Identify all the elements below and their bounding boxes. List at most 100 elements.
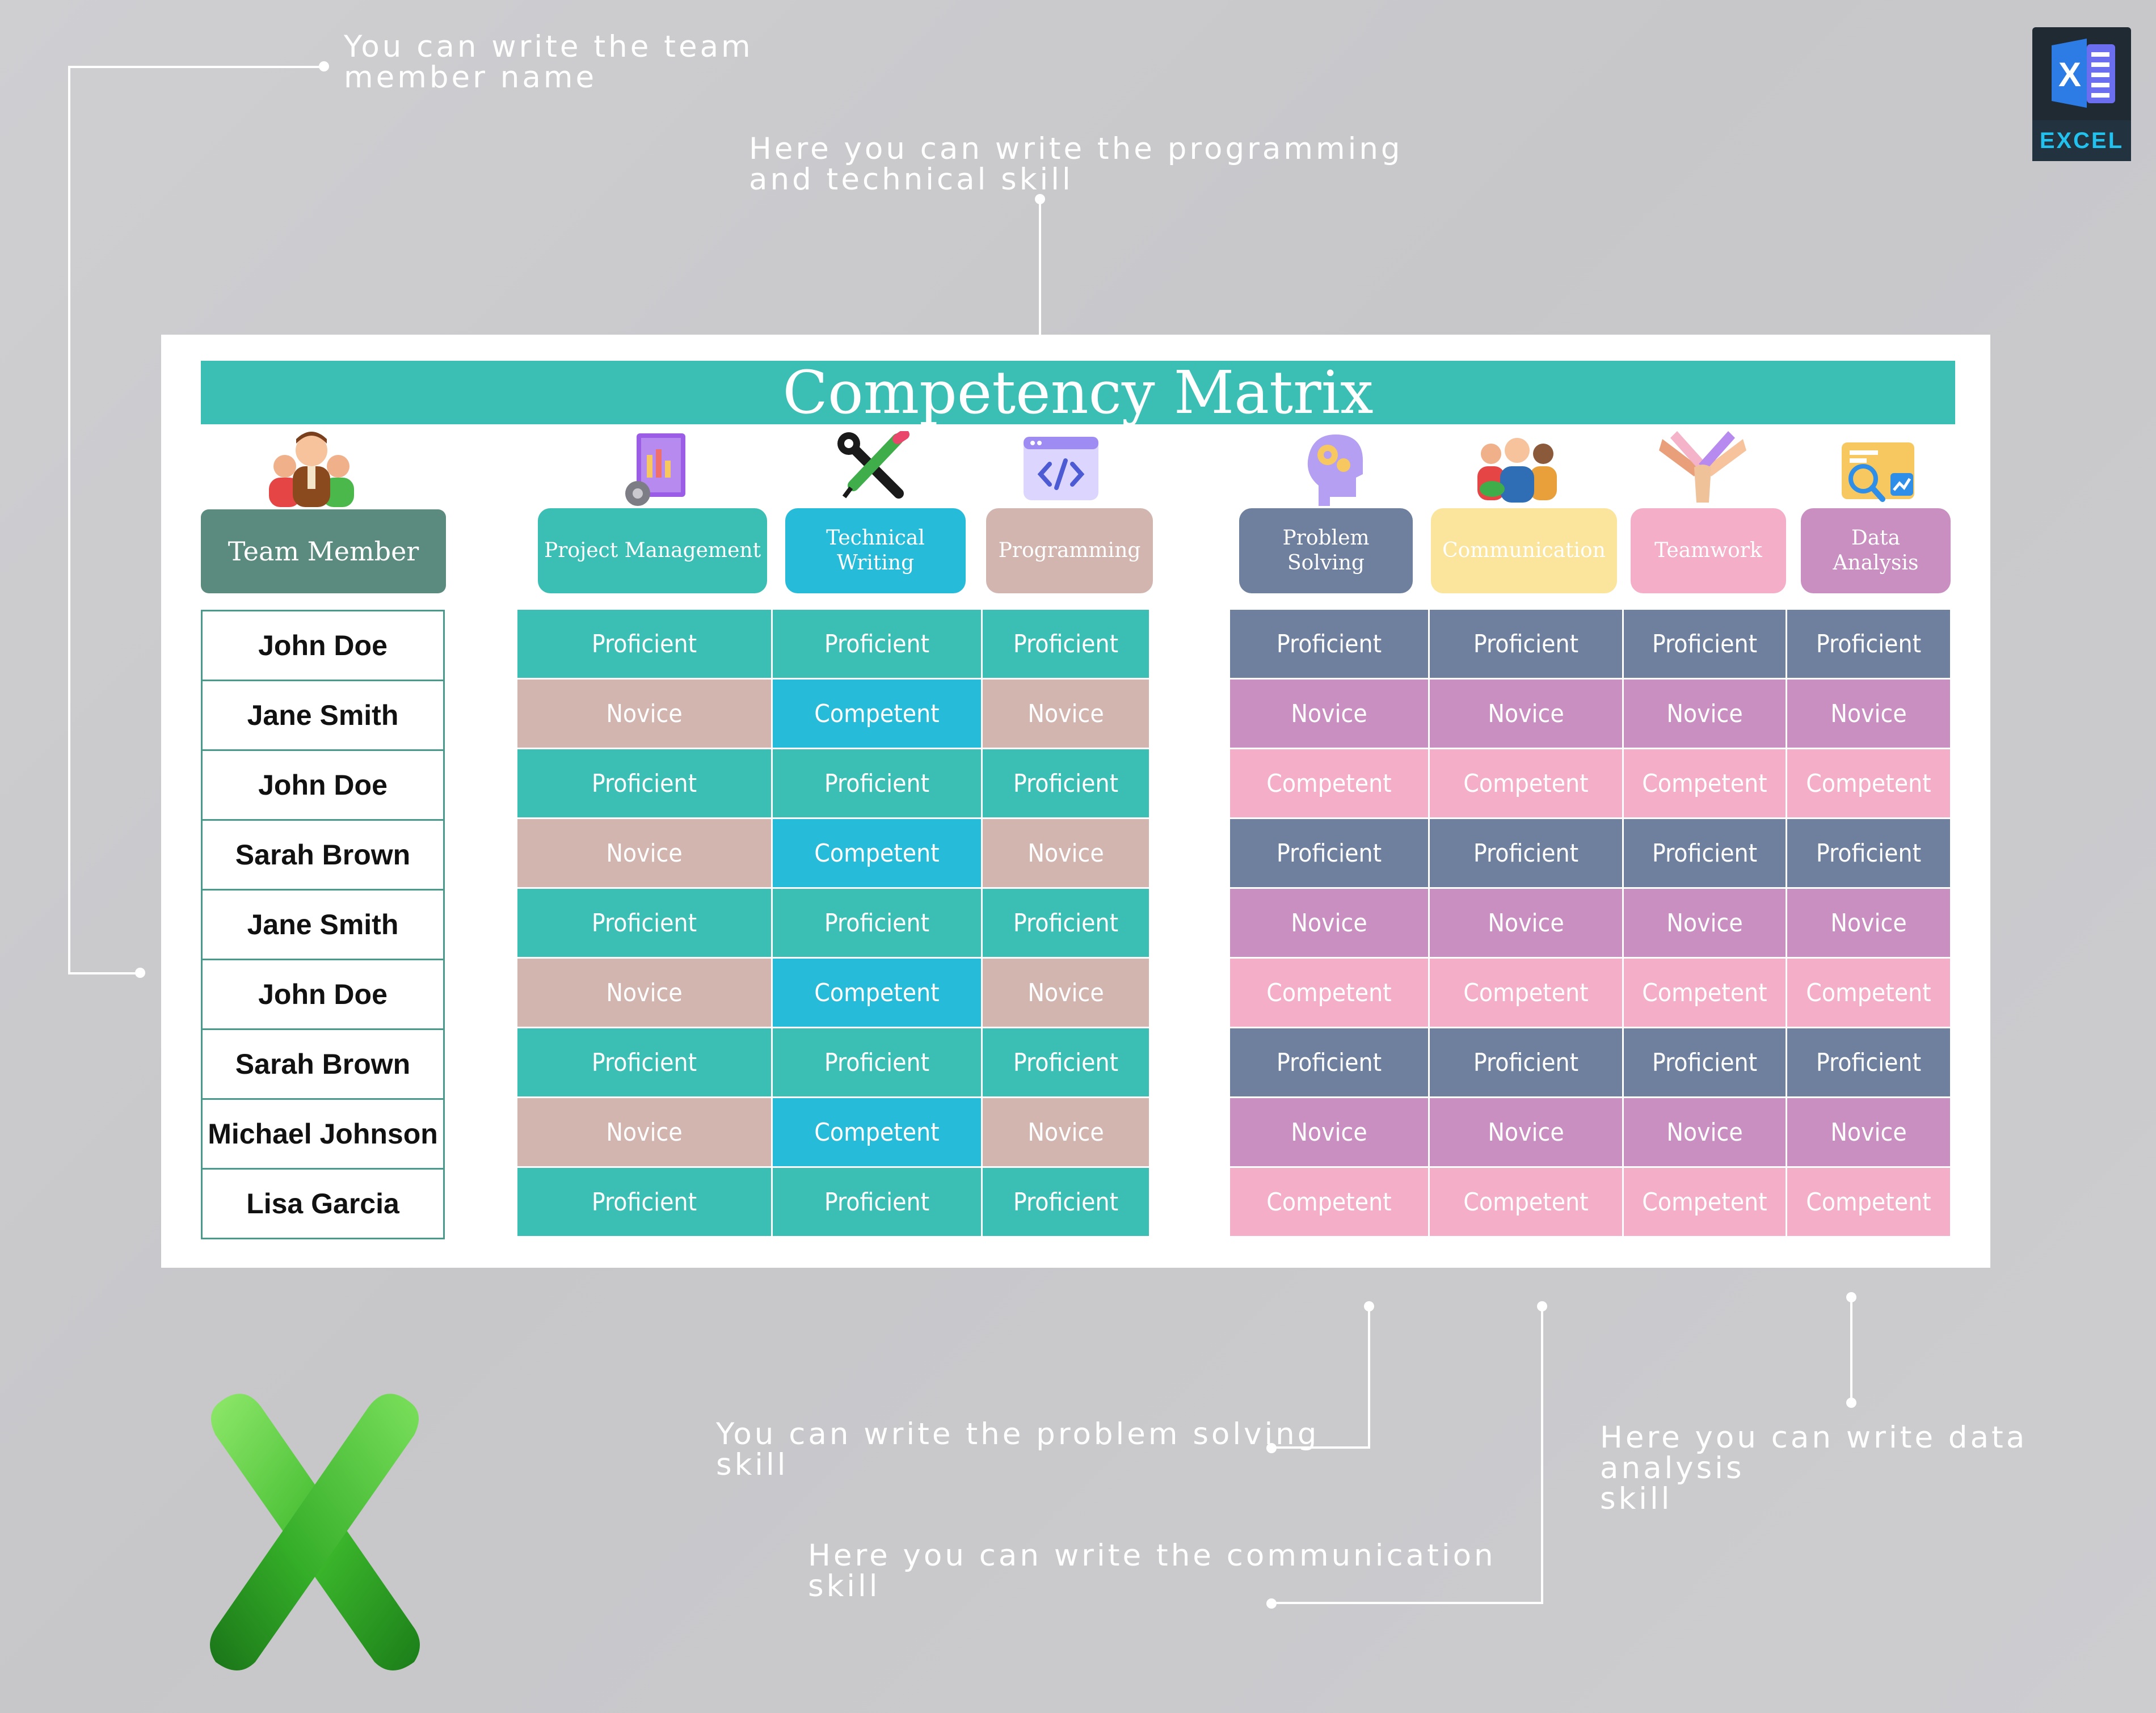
technical-skill-cell[interactable]: Novice bbox=[983, 680, 1151, 749]
technical-skill-cell[interactable]: Proficient bbox=[773, 610, 983, 680]
competency-matrix-panel: Competency Matrix bbox=[161, 335, 1990, 1268]
soft-skill-cell[interactable]: Novice bbox=[1787, 1098, 1952, 1168]
member-name[interactable]: John Doe bbox=[203, 960, 443, 1030]
teamwork-hands-icon bbox=[1659, 431, 1746, 503]
connector-line bbox=[1368, 1306, 1370, 1449]
technical-skill-cell[interactable]: Proficient bbox=[773, 1168, 983, 1238]
soft-skill-cell[interactable]: Novice bbox=[1624, 680, 1787, 749]
technical-skill-cell[interactable]: Novice bbox=[983, 1098, 1151, 1168]
technical-skill-cell[interactable]: Proficient bbox=[983, 889, 1151, 959]
soft-skill-cell[interactable]: Competent bbox=[1624, 1168, 1787, 1238]
soft-skill-cell[interactable]: Novice bbox=[1624, 1098, 1787, 1168]
soft-skill-cell[interactable]: Proficient bbox=[1787, 1028, 1952, 1098]
connector-line bbox=[1850, 1297, 1852, 1404]
technical-skill-cell[interactable]: Proficient bbox=[517, 610, 773, 680]
soft-skill-cell[interactable]: Proficient bbox=[1430, 1028, 1624, 1098]
header-teamwork: Teamwork bbox=[1631, 508, 1786, 593]
soft-skill-cell[interactable]: Proficient bbox=[1430, 610, 1624, 680]
member-name[interactable]: John Doe bbox=[203, 751, 443, 821]
technical-skill-cell[interactable]: Competent bbox=[773, 680, 983, 749]
connector-line bbox=[68, 66, 70, 973]
soft-skill-cell[interactable]: Proficient bbox=[1787, 610, 1952, 680]
soft-skill-cell[interactable]: Novice bbox=[1787, 680, 1952, 749]
annotation-programming: Here you can write the programming and t… bbox=[749, 132, 1403, 197]
member-name[interactable]: Jane Smith bbox=[203, 891, 443, 960]
soft-skill-cell[interactable]: Competent bbox=[1430, 1168, 1624, 1238]
technical-skill-cell[interactable]: Novice bbox=[983, 819, 1151, 889]
connector-line bbox=[1541, 1307, 1543, 1604]
soft-skill-cell[interactable]: Competent bbox=[1624, 749, 1787, 819]
member-name[interactable]: Sarah Brown bbox=[203, 1030, 443, 1100]
soft-skill-cell[interactable]: Competent bbox=[1624, 959, 1787, 1028]
brain-head-icon bbox=[1307, 434, 1363, 506]
header-problem-solving: Problem Solving bbox=[1239, 508, 1413, 593]
member-name[interactable]: Sarah Brown bbox=[203, 821, 443, 891]
annotation-dot bbox=[1364, 1301, 1374, 1311]
technical-skill-cell[interactable]: Competent bbox=[773, 1098, 983, 1168]
technical-skill-cell[interactable]: Proficient bbox=[983, 749, 1151, 819]
soft-skill-cell[interactable]: Competent bbox=[1230, 959, 1430, 1028]
header-communication: Communication bbox=[1431, 508, 1617, 593]
communication-icon bbox=[1477, 438, 1557, 503]
soft-skill-cell[interactable]: Novice bbox=[1430, 1098, 1624, 1168]
soft-skill-cell[interactable]: Novice bbox=[1430, 889, 1624, 959]
member-name[interactable]: John Doe bbox=[203, 611, 443, 681]
technical-skill-cell[interactable]: Competent bbox=[773, 959, 983, 1028]
annotation-team-member: You can write the team member name bbox=[344, 29, 753, 95]
soft-skill-cell[interactable]: Proficient bbox=[1624, 1028, 1787, 1098]
connector-line bbox=[1271, 1602, 1543, 1604]
technical-skill-cell[interactable]: Novice bbox=[983, 959, 1151, 1028]
member-name[interactable]: Lisa Garcia bbox=[246, 1188, 399, 1220]
soft-skill-cell[interactable]: Competent bbox=[1430, 959, 1624, 1028]
technical-skill-cell[interactable]: Novice bbox=[517, 680, 773, 749]
soft-skill-cell[interactable]: Novice bbox=[1624, 889, 1787, 959]
annotation-data-analysis: Here you can write data analysis skill bbox=[1600, 1420, 2028, 1516]
excel-file-icon: X bbox=[2052, 39, 2115, 108]
technical-skill-cell[interactable]: Competent bbox=[773, 819, 983, 889]
soft-skill-cell[interactable]: Proficient bbox=[1230, 610, 1430, 680]
soft-skill-cell[interactable]: Proficient bbox=[1230, 819, 1430, 889]
member-name[interactable]: Jane Smith bbox=[203, 681, 443, 751]
soft-skill-cell[interactable]: Novice bbox=[1430, 680, 1624, 749]
team-member-icon bbox=[269, 432, 354, 507]
technical-skill-cell[interactable]: Proficient bbox=[983, 1028, 1151, 1098]
soft-skill-cell[interactable]: Proficient bbox=[1787, 819, 1952, 889]
badge-label: EXCEL bbox=[2032, 120, 2131, 161]
soft-skill-cell[interactable]: Competent bbox=[1787, 1168, 1952, 1238]
technical-skill-cell[interactable]: Novice bbox=[517, 819, 773, 889]
technical-skill-cell[interactable]: Proficient bbox=[773, 749, 983, 819]
technical-skill-cell[interactable]: Proficient bbox=[517, 749, 773, 819]
technical-skill-cell[interactable]: Proficient bbox=[517, 1168, 773, 1238]
soft-skill-cell[interactable]: Proficient bbox=[1624, 819, 1787, 889]
soft-skill-cell[interactable]: Proficient bbox=[1430, 819, 1624, 889]
technical-skill-cell[interactable]: Proficient bbox=[517, 1028, 773, 1098]
excel-badge: X EXCEL bbox=[2032, 27, 2131, 161]
technical-skill-cell[interactable]: Proficient bbox=[983, 1168, 1151, 1238]
soft-skill-cell[interactable]: Proficient bbox=[1230, 1028, 1430, 1098]
technical-skill-cell[interactable]: Proficient bbox=[983, 610, 1151, 680]
soft-skill-cell[interactable]: Novice bbox=[1230, 889, 1430, 959]
soft-skill-cell[interactable]: Competent bbox=[1230, 749, 1430, 819]
soft-skill-cell[interactable]: Novice bbox=[1230, 680, 1430, 749]
technical-skill-cell[interactable]: Proficient bbox=[517, 889, 773, 959]
soft-skill-cell[interactable]: Novice bbox=[1230, 1098, 1430, 1168]
header-technical-writing: Technical Writing bbox=[785, 508, 966, 593]
connector-line bbox=[68, 66, 323, 68]
technical-skill-cell[interactable]: Novice bbox=[517, 1098, 773, 1168]
connector-line bbox=[1039, 199, 1041, 336]
technical-skill-cell[interactable]: Novice bbox=[517, 959, 773, 1028]
soft-skill-cell[interactable]: Competent bbox=[1430, 749, 1624, 819]
code-icon bbox=[1024, 437, 1098, 500]
soft-skill-cell[interactable]: Competent bbox=[1787, 749, 1952, 819]
technical-skill-cell[interactable]: Proficient bbox=[773, 1028, 983, 1098]
annotation-dot bbox=[1537, 1301, 1547, 1311]
technical-skill-cell[interactable]: Proficient bbox=[773, 889, 983, 959]
soft-skill-cell[interactable]: Novice bbox=[1787, 889, 1952, 959]
soft-skill-cell[interactable]: Proficient bbox=[1624, 610, 1787, 680]
connector-line bbox=[68, 972, 142, 974]
soft-skill-cell[interactable]: Competent bbox=[1230, 1168, 1430, 1238]
soft-skill-cell[interactable]: Competent bbox=[1787, 959, 1952, 1028]
member-name[interactable]: Michael Johnson bbox=[203, 1100, 443, 1170]
